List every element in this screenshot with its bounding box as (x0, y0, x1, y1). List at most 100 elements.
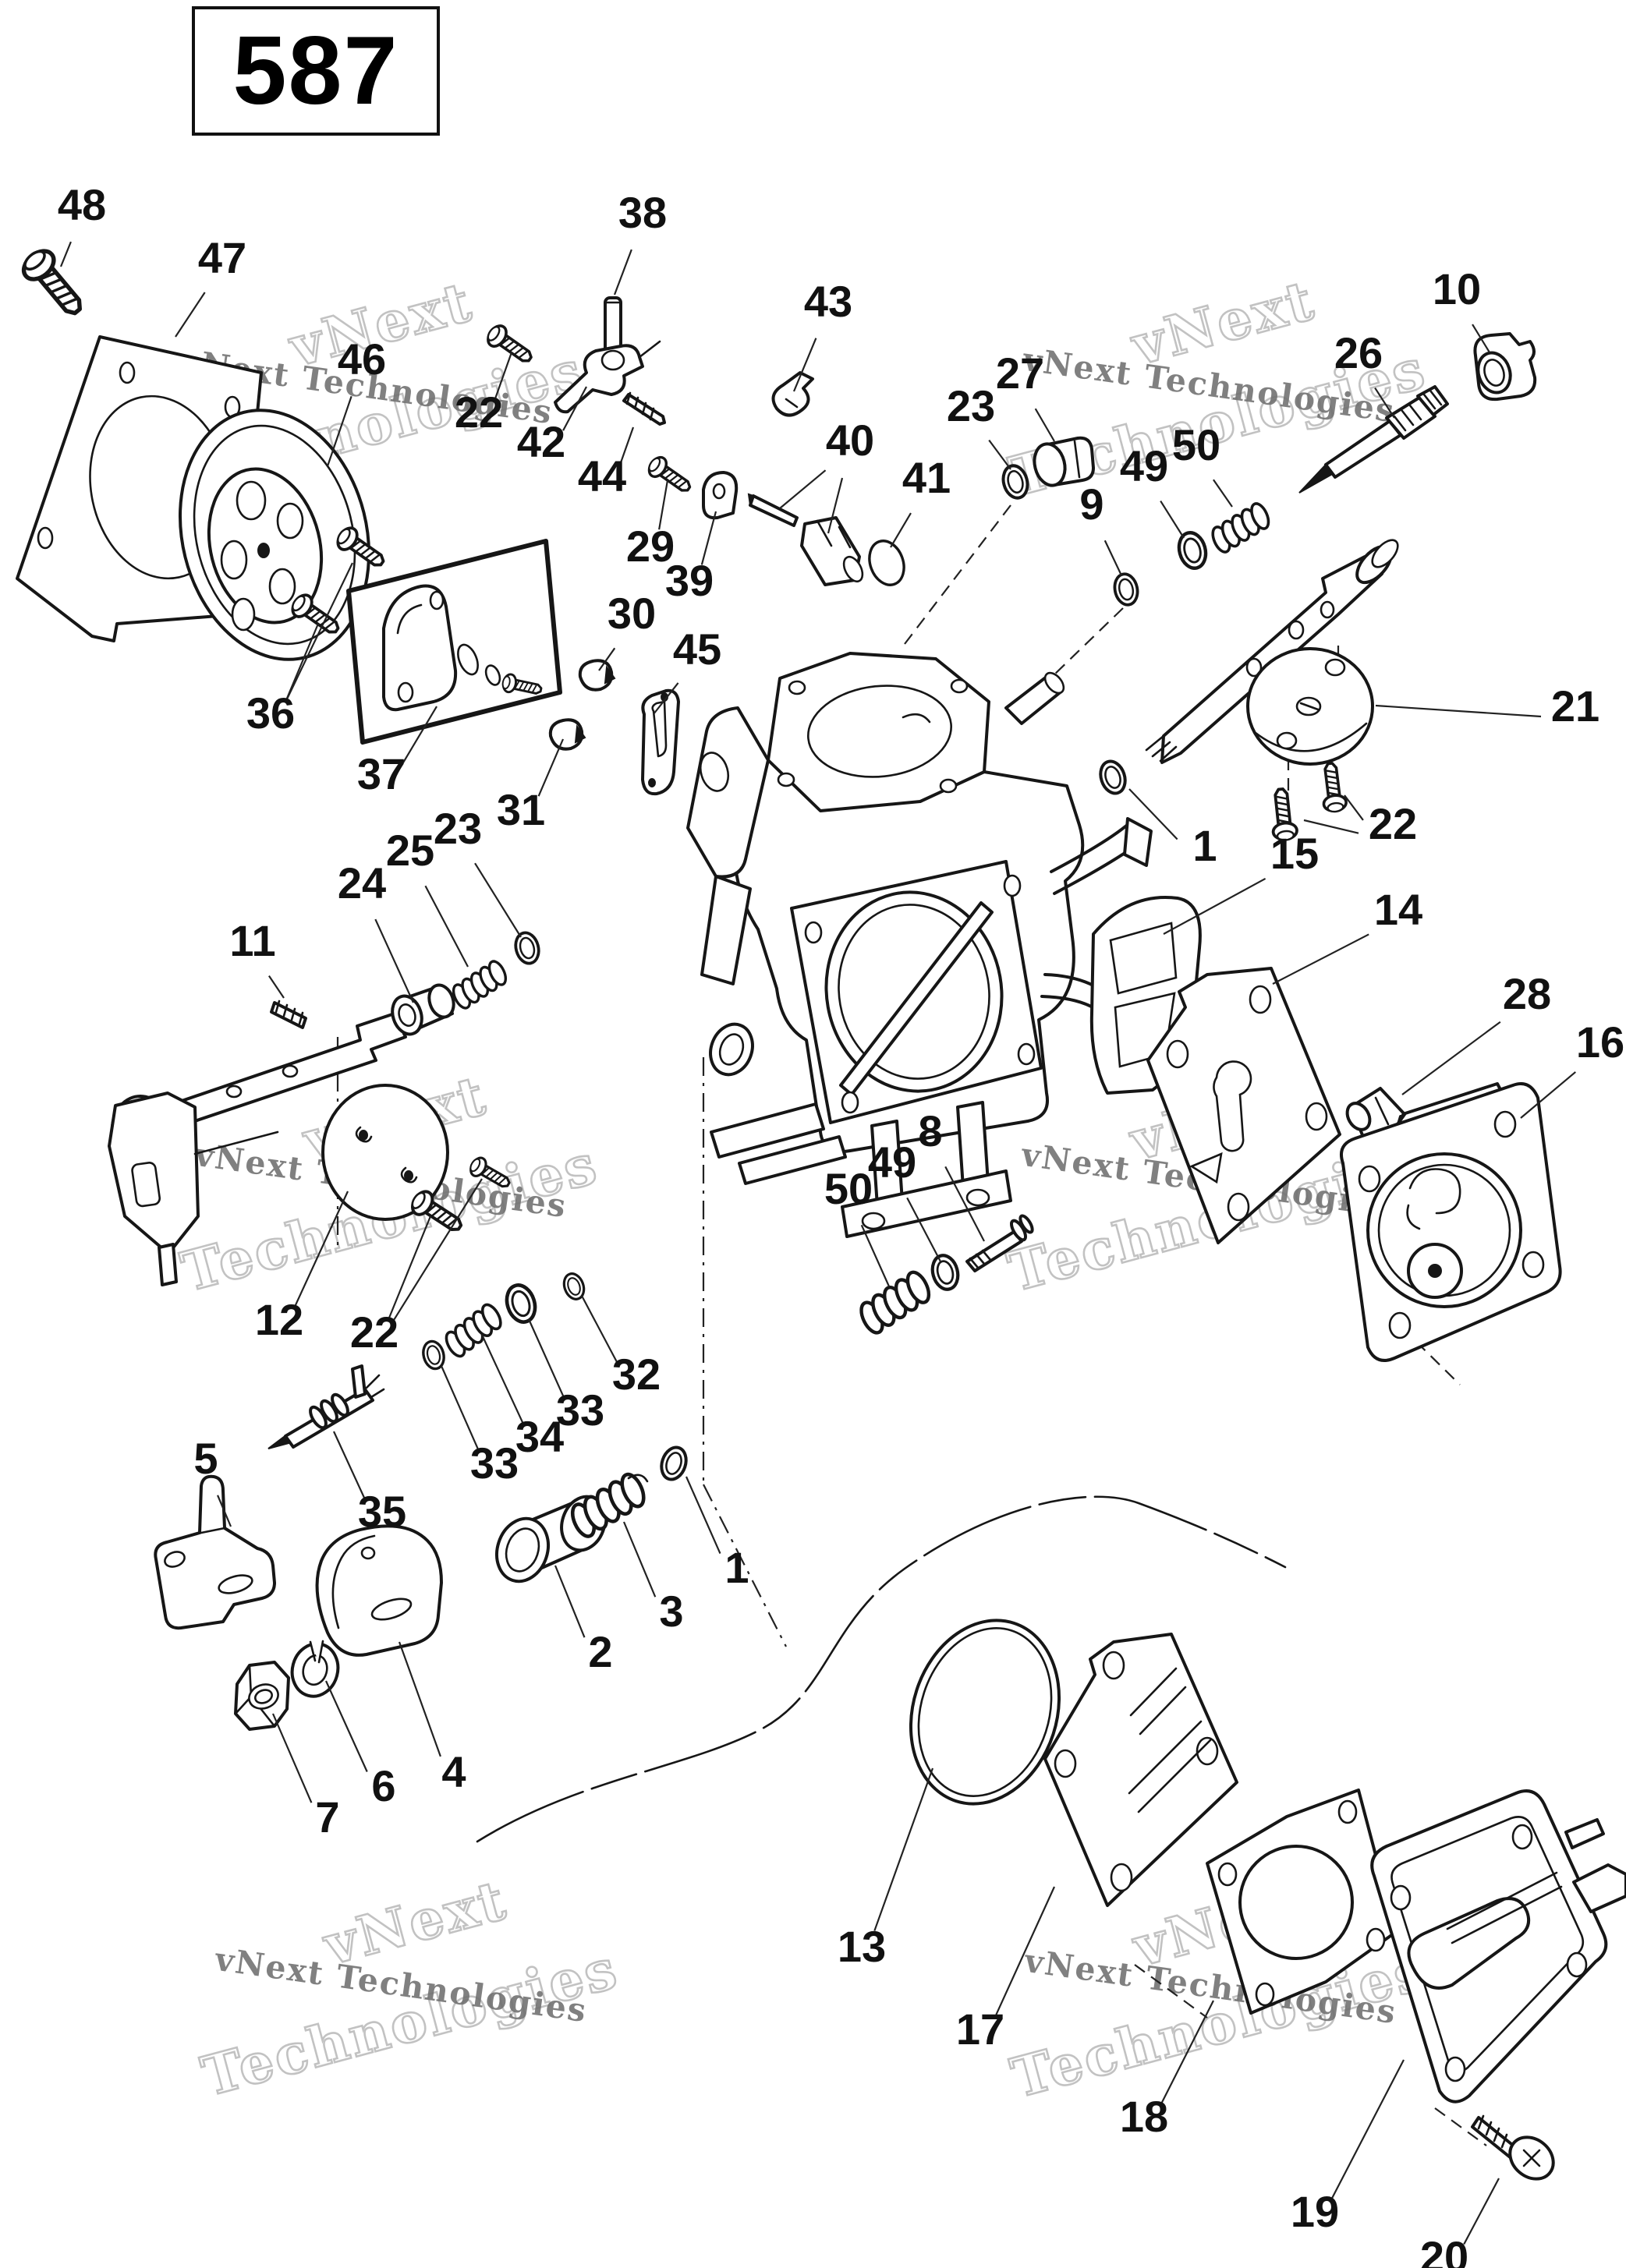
leader-line-22 (393, 1178, 483, 1321)
leader-line-10 (1472, 324, 1490, 353)
leader-line-19 (1331, 2059, 1405, 2199)
part-19-pump-body (1370, 1789, 1626, 2103)
leader-line-9 (1103, 540, 1122, 576)
leader-line-43 (792, 338, 817, 392)
leader-line-23 (988, 439, 1011, 470)
callout-36: 36 (246, 688, 295, 738)
part-26-mixture-screw (1298, 385, 1449, 494)
part-45-gasket (641, 688, 680, 796)
leader-line-22 (494, 352, 513, 398)
part-34-spring (438, 1300, 509, 1361)
leader-line-29 (658, 479, 669, 530)
part-1-oring-lower (656, 1442, 692, 1484)
leader-line-2 (554, 1565, 586, 1638)
callout-22: 22 (1369, 799, 1417, 848)
leader-line-38 (613, 249, 632, 295)
leader-line-35 (333, 1431, 366, 1498)
leader-line-50 (1213, 479, 1233, 508)
part-50-spring-mid (854, 1269, 936, 1336)
callout-30: 30 (608, 589, 656, 638)
leader-line-48 (59, 241, 72, 267)
leader-line-14 (1272, 933, 1369, 985)
callout-29: 29 (626, 522, 675, 571)
leader-line-40 (779, 469, 827, 509)
callout-42: 42 (517, 417, 565, 466)
leader-line-36 (286, 562, 353, 699)
leader-line-27 (1034, 408, 1055, 442)
callout-10: 10 (1433, 264, 1481, 313)
callout-28: 28 (1503, 969, 1551, 1018)
callout-1: 1 (724, 1543, 749, 1592)
callout-4: 4 (441, 1747, 466, 1796)
leader-line-7 (271, 1713, 313, 1803)
leader-line-22 (1344, 794, 1364, 821)
callout-8: 8 (918, 1106, 942, 1155)
part-3-spring (565, 1471, 651, 1540)
leader-line-32 (581, 1295, 618, 1363)
leader-line-1 (1128, 788, 1178, 840)
leader-line-41 (890, 512, 912, 548)
callout-9: 9 (1079, 479, 1103, 529)
callout-38: 38 (618, 188, 667, 237)
part-18-gasket (1206, 1789, 1398, 2015)
part-49-washer-top (1175, 529, 1210, 571)
part-43-clip (771, 371, 814, 417)
part-5-bracket (154, 1474, 276, 1630)
callout-17: 17 (956, 2004, 1004, 2054)
part-35-needle-valve (267, 1364, 385, 1449)
callout-14: 14 (1374, 885, 1422, 934)
part-16-pump-cover (1340, 1082, 1562, 1362)
callout-33: 33 (556, 1385, 604, 1435)
callout-32: 32 (612, 1350, 661, 1399)
callout-19: 19 (1291, 2187, 1339, 2236)
leader-line-37 (402, 706, 437, 763)
part-49-washer-mid (929, 1253, 962, 1293)
part-13-oring-large (909, 1619, 1061, 1806)
callout-49: 49 (868, 1138, 916, 1187)
part-23-oring-mid (511, 929, 544, 968)
leader-line-44 (619, 426, 635, 464)
part-21-pump-disc (1246, 647, 1374, 766)
part-9-oring (1111, 570, 1142, 609)
callout-12: 12 (255, 1295, 303, 1344)
callout-27: 27 (996, 349, 1044, 398)
callout-23: 23 (434, 804, 482, 853)
page-title: 587 (232, 17, 399, 125)
callout-22: 22 (455, 387, 503, 437)
part-14-gasket (1146, 967, 1341, 1244)
leader-line-50 (860, 1224, 891, 1287)
part-24-bushing (391, 983, 455, 1036)
callout-2: 2 (588, 1627, 612, 1676)
callout-23: 23 (947, 381, 995, 430)
callout-11: 11 (229, 916, 275, 965)
leader-line-6 (324, 1680, 368, 1772)
part-39-cam (702, 471, 739, 520)
part-27-plug (1033, 436, 1095, 487)
callout-7: 7 (315, 1792, 339, 1842)
part-10-shaft-seal (1473, 332, 1537, 402)
callout-5: 5 (193, 1434, 218, 1483)
part-throttle-shaft (108, 1012, 407, 1286)
leader-line-3 (622, 1521, 657, 1598)
leader-line-36 (285, 623, 320, 699)
leader-line-24 (374, 918, 415, 1003)
leader-line-30 (598, 647, 616, 671)
callout-45: 45 (673, 624, 721, 674)
callout-34: 34 (515, 1412, 564, 1461)
part-48-screw (18, 245, 90, 322)
leader-line-16 (1520, 1071, 1576, 1119)
leader-line-39 (700, 511, 717, 565)
leader-line-42 (562, 386, 587, 431)
callout-47: 47 (198, 233, 246, 282)
part-42-choke-lever (554, 340, 661, 414)
callout-1: 1 (1192, 821, 1217, 870)
callout-50: 50 (1172, 420, 1220, 469)
callout-49: 49 (1120, 441, 1168, 490)
part-1-oring-upper (1095, 756, 1131, 798)
callout-50: 50 (824, 1164, 873, 1213)
callout-31: 31 (497, 785, 545, 834)
leader-line-34 (481, 1334, 524, 1424)
leader-line-47 (175, 292, 206, 338)
part-25-spring (446, 957, 513, 1012)
